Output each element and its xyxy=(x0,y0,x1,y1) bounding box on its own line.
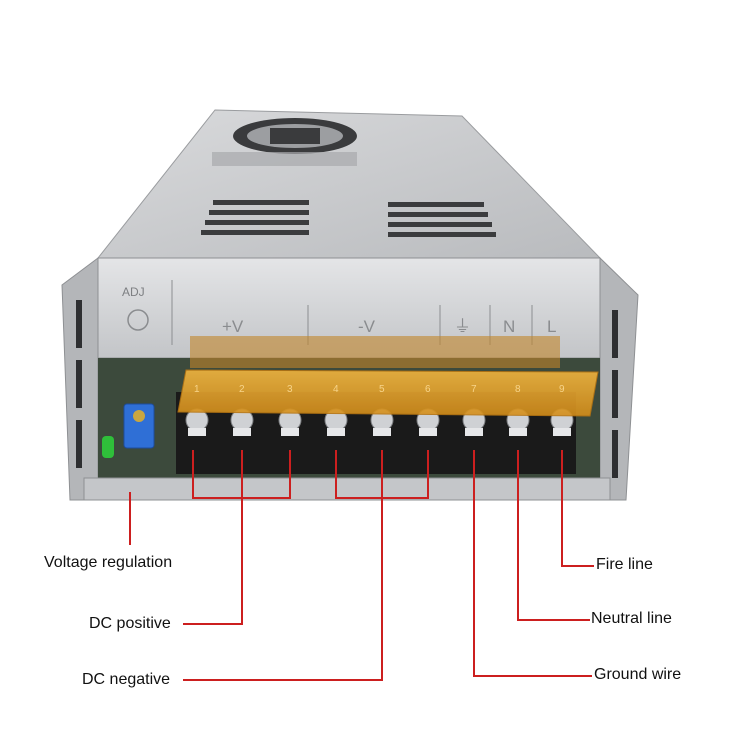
potentiometer xyxy=(123,403,155,449)
leader-dc-negative xyxy=(183,450,383,681)
top-vents-right xyxy=(388,202,496,237)
terminal-numbers: 1 2 3 4 5 6 7 8 9 xyxy=(194,384,565,395)
terminal-clamp xyxy=(233,428,251,436)
label-dc-positive: DC positive xyxy=(89,615,171,632)
terminal-number: 7 xyxy=(471,384,477,395)
fan-grill-icon xyxy=(233,118,357,154)
label-dc-negative: DC negative xyxy=(82,671,171,688)
terminal-clamp xyxy=(373,428,391,436)
terminal-label-ground-icon: ⏚ xyxy=(454,317,471,337)
terminal-number: 1 xyxy=(194,384,200,395)
leader-neutral-line xyxy=(517,450,590,621)
terminal-clamp xyxy=(509,428,527,436)
terminal-label-live: L xyxy=(547,317,556,336)
label-voltage-regulation: Voltage regulation xyxy=(44,554,173,571)
internal-components xyxy=(190,336,560,368)
terminal-label-neutral: N xyxy=(503,317,515,336)
terminal-clamp xyxy=(327,428,345,436)
leader-fire-line xyxy=(561,450,594,567)
leader-lines xyxy=(129,450,594,681)
terminal-clamp xyxy=(553,428,571,436)
top-vents-left xyxy=(201,200,309,235)
adj-symbol-icon xyxy=(127,309,149,331)
terminal-number: 2 xyxy=(239,384,245,395)
terminal-number: 5 xyxy=(379,384,385,395)
side-vents xyxy=(76,300,618,478)
case-right-side xyxy=(599,256,639,501)
potentiometer-screw-icon xyxy=(133,410,145,422)
terminal-clamp xyxy=(188,428,206,436)
label-ground-wire: Ground wire xyxy=(594,666,682,683)
label-neutral-line: Neutral line xyxy=(591,610,672,627)
terminal-number: 3 xyxy=(287,384,293,395)
led-indicator xyxy=(102,436,114,458)
terminal-clamp xyxy=(465,428,483,436)
terminal-clamp xyxy=(281,428,299,436)
terminal-label-negative: -V xyxy=(358,317,376,336)
terminal-number: 4 xyxy=(333,384,339,395)
terminal-number: 8 xyxy=(515,384,521,395)
terminal-cover xyxy=(177,369,599,417)
terminal-label-positive: +V xyxy=(222,317,244,336)
top-printed-text xyxy=(212,152,357,166)
terminal-clamp xyxy=(419,428,437,436)
leader-dc-positive xyxy=(183,450,243,625)
label-fire-line: Fire line xyxy=(596,556,653,573)
terminal-number: 6 xyxy=(425,384,431,395)
leader-ground-wire xyxy=(473,450,592,677)
terminal-number: 9 xyxy=(559,384,565,395)
adj-label: ADJ xyxy=(122,285,145,299)
case-bottom-lip xyxy=(83,477,611,501)
